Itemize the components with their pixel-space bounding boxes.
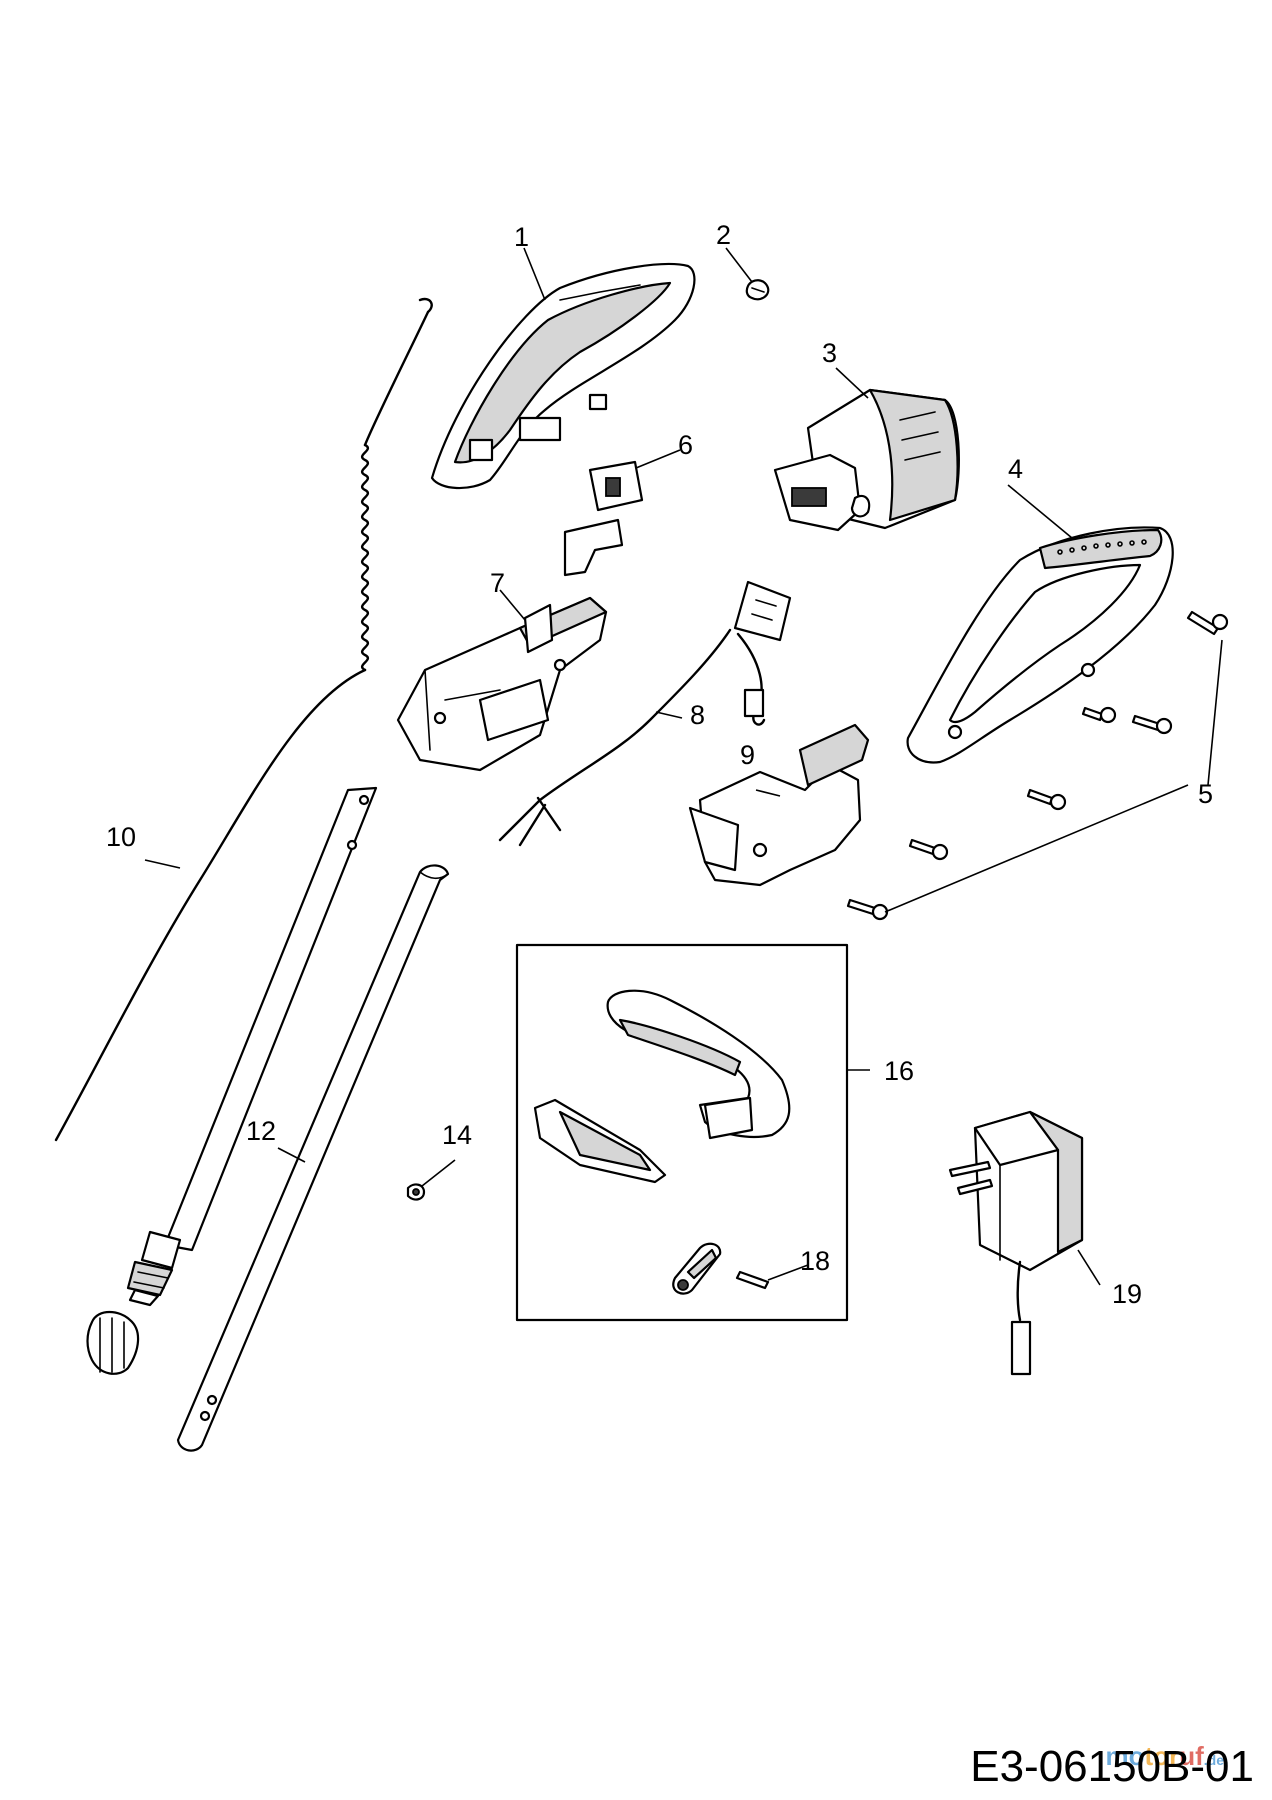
- part-8-wiring-harness: [498, 580, 792, 847]
- part-18-pin-and-clip: [672, 1242, 770, 1295]
- callout-1: 1: [514, 222, 529, 252]
- part-1-housing-upper: [430, 262, 696, 490]
- part-7-switch-carrier: [396, 596, 608, 772]
- watermark-logo: motoruf.de: [1106, 1741, 1224, 1772]
- callout-19: 19: [1112, 1279, 1142, 1309]
- leader-lines: [144, 247, 1223, 1286]
- watermark-suffix: .de: [1203, 1752, 1224, 1768]
- callout-labels: 1 2 3 4 5 6 7 8 9 10 12 14 16 18 19: [106, 220, 1213, 1309]
- part-6-switch: [563, 460, 644, 577]
- callout-7: 7: [490, 568, 505, 598]
- part-19-power-adapter: [948, 1110, 1084, 1376]
- callout-14: 14: [442, 1120, 472, 1150]
- callout-4: 4: [1008, 454, 1023, 484]
- callout-10: 10: [106, 822, 136, 852]
- part-3-battery-pack: [773, 388, 960, 532]
- part-5-screws: [846, 610, 1229, 921]
- shaft-upper: [126, 786, 378, 1307]
- callout-12: 12: [246, 1116, 276, 1146]
- part-9-lower-housing: [688, 723, 870, 887]
- callout-2: 2: [716, 220, 731, 250]
- part-14-nut: [406, 1183, 426, 1201]
- watermark-part-a: mo: [1105, 1741, 1145, 1771]
- watermark-part-b: tor: [1144, 1741, 1180, 1771]
- callout-9: 9: [740, 740, 755, 770]
- part-2-nut: [745, 279, 770, 301]
- callout-5: 5: [1198, 779, 1213, 809]
- part-4-rear-handle: [906, 526, 1174, 764]
- part-16-handle-kit: [515, 943, 849, 1322]
- callout-8: 8: [690, 700, 705, 730]
- part-10-coiled-cable: [54, 297, 433, 1142]
- callout-16: 16: [884, 1056, 914, 1086]
- callout-3: 3: [822, 338, 837, 368]
- shaft-knob: [86, 1310, 140, 1375]
- callout-6: 6: [678, 430, 693, 460]
- watermark-part-c: uf: [1179, 1741, 1204, 1771]
- part-12-lower-shaft: [176, 864, 450, 1452]
- document-id: E3-06150B-01: [970, 1742, 1254, 1791]
- callout-18: 18: [800, 1246, 830, 1276]
